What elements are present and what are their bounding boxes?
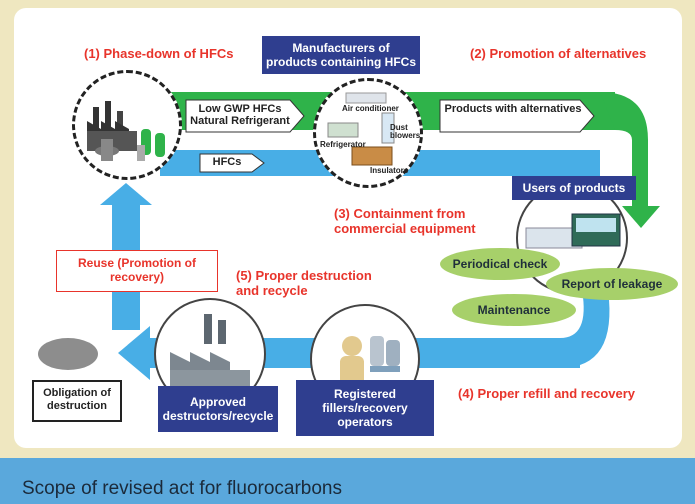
report-leakage-ellipse: Report of leakage: [546, 268, 678, 300]
footer-title: Scope of revised act for fluorocarbons: [22, 478, 343, 499]
hfcs-arrow: [199, 153, 265, 173]
destruction-recycle-label: (5) Proper destruction and recycle: [236, 268, 372, 298]
reuse-box: [56, 250, 218, 292]
refrigerator-label: Refrigerator: [320, 140, 366, 149]
reuse-up-arrowhead: [100, 183, 152, 205]
facility-icon: [170, 314, 250, 386]
users-box: Users of products: [512, 176, 636, 200]
obligation-label: Obligation of destruction: [43, 387, 111, 412]
approved-box: Approved destructors/recycle: [158, 386, 278, 432]
manufacturers-box: Manufacturers of products containing HFC…: [262, 36, 420, 74]
footer-bar: Scope of revised act for fluorocarbons: [0, 458, 695, 504]
recovery-flow-arrowhead: [118, 326, 150, 380]
dust-blowers-label: Dust blowers: [390, 123, 421, 140]
promotion-alternatives-label: (2) Promotion of alternatives: [470, 46, 647, 61]
rubble-pile-shape: [38, 338, 98, 370]
worker-icon: [340, 336, 400, 386]
green-flow-curve: [600, 92, 648, 208]
showcase-icon: [525, 213, 621, 249]
green-flow-arrowhead: [622, 206, 660, 228]
insulators-label: Insulators: [370, 166, 409, 175]
phase-down-label: (1) Phase-down of HFCs: [84, 46, 234, 61]
products-circle: [313, 78, 423, 188]
low-gwp-arrow: [185, 99, 305, 133]
registered-box: Registered fillers/recovery operators: [296, 380, 434, 436]
maintenance-ellipse: Maintenance: [452, 294, 576, 326]
factory-circle: [72, 70, 182, 180]
products-alternatives-arrow: [439, 99, 595, 133]
containment-label: (3) Containment from commercial equipmen…: [334, 206, 476, 236]
blue-flow-curve: [560, 290, 610, 368]
products-icon: [327, 92, 395, 166]
reuse-label: Reuse (Promotion of recovery): [77, 256, 196, 284]
periodical-check-ellipse: Periodical check: [440, 248, 560, 280]
factory-icon: [87, 101, 165, 161]
low-gwp-label: Low GWP HFCs Natural Refrigerant: [190, 103, 290, 127]
air-conditioner-label: Air conditioner: [342, 104, 399, 113]
products-alternatives-label: Products with alternatives: [444, 103, 582, 115]
obligation-box: [32, 380, 122, 422]
hfcs-label: HFCs: [212, 156, 242, 168]
refill-label: (4) Proper refill and recovery: [458, 386, 636, 401]
